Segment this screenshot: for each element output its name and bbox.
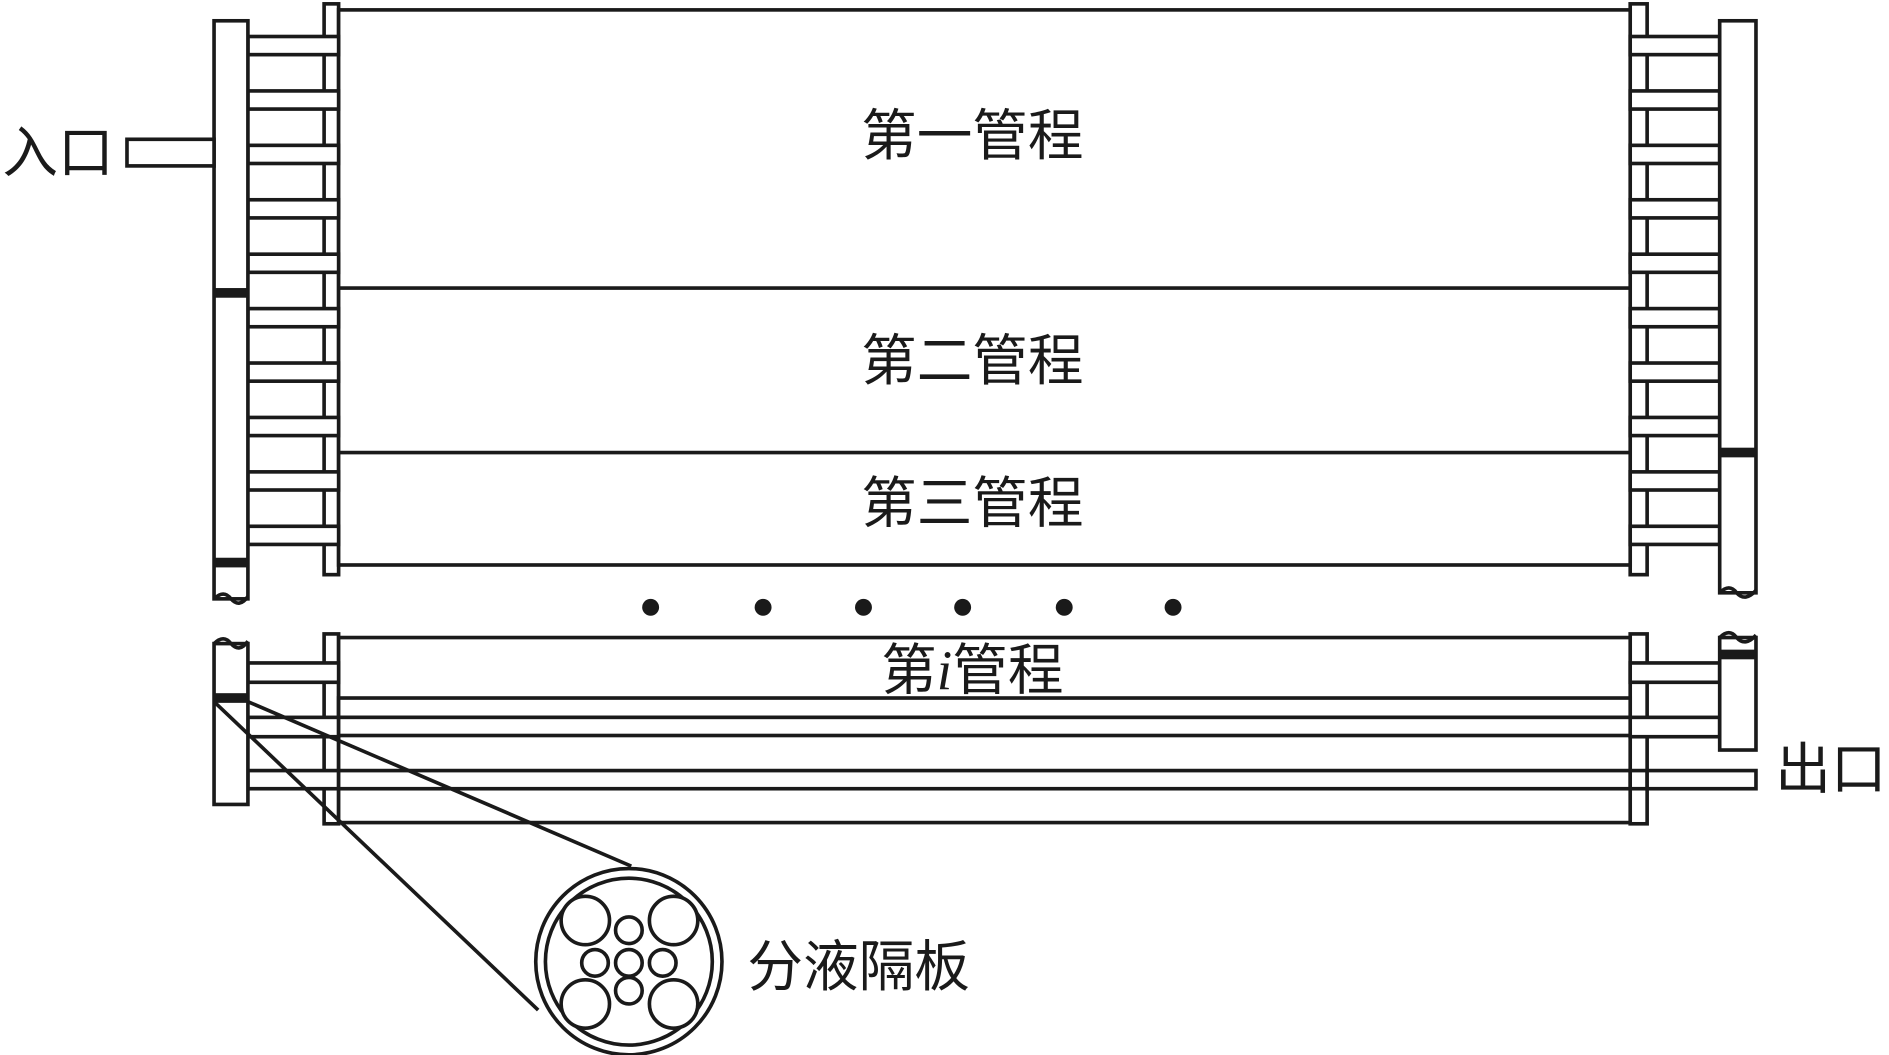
header-baffle — [1719, 649, 1756, 660]
tube-stub-left — [246, 143, 341, 166]
tube-stub-right — [1628, 470, 1722, 492]
pass-1-label: 第一管程 — [861, 104, 1083, 169]
ellipsis-dot — [954, 598, 972, 616]
tube-stub-left — [246, 415, 341, 438]
left-header-bottom — [212, 641, 250, 807]
tube-stub-right — [1628, 143, 1722, 166]
callout-line — [212, 700, 540, 1012]
tube-stub-right — [1628, 34, 1722, 57]
tube-lower-pass — [336, 715, 1633, 738]
tube-stub-right — [1628, 361, 1722, 383]
tube-stub-left — [246, 89, 341, 111]
tube-stub-right — [1628, 306, 1722, 329]
break-mark — [212, 636, 250, 650]
ellipsis-dot — [1164, 598, 1182, 616]
tube-stub-left — [246, 361, 341, 383]
break-mark — [212, 592, 250, 605]
tube-stub-right — [1628, 415, 1722, 438]
pass-i-suffix: 管程 — [952, 639, 1063, 704]
tube-stub-right — [1628, 661, 1722, 685]
ellipsis-dot — [642, 598, 660, 616]
header-baffle — [1719, 447, 1756, 458]
tube-stub-right — [1628, 524, 1722, 547]
tube-stub-left — [246, 661, 341, 685]
inlet-pipe — [125, 137, 216, 168]
header-baffle — [214, 693, 248, 703]
tube-stub-right — [1628, 715, 1722, 739]
callout-line — [247, 699, 632, 868]
outlet-pipe — [1645, 768, 1758, 791]
tube-stub-left — [246, 768, 341, 791]
tube-stub-right — [1628, 89, 1722, 111]
ellipsis-dot — [855, 598, 872, 616]
tube-stub-left — [246, 524, 341, 547]
tube-stub-right — [1628, 252, 1722, 275]
tube-stub-left — [246, 197, 341, 220]
tube-stub-left — [246, 306, 341, 329]
inlet-label: 入口 — [2, 121, 113, 186]
distributor-plate-label: 分液隔板 — [747, 935, 969, 1000]
pass-2-label: 第二管程 — [861, 329, 1083, 394]
ellipsis-dot — [754, 598, 772, 616]
tube-stub-left — [246, 34, 341, 57]
tube-stub-right — [1628, 768, 1649, 791]
header-baffle — [214, 557, 248, 568]
pass-3-label: 第三管程 — [861, 472, 1083, 537]
tube-lower-pass — [336, 768, 1633, 791]
tube-stub-left — [246, 252, 341, 275]
tube-stub-left — [246, 470, 341, 492]
header-baffle — [214, 288, 248, 298]
pass-i-label: 第i管程 — [881, 639, 1063, 704]
break-mark — [1718, 630, 1758, 644]
left-header-top — [212, 18, 250, 601]
break-mark — [1718, 586, 1758, 599]
ellipsis-dots — [642, 598, 1182, 616]
ellipsis-dot — [1055, 598, 1073, 616]
tube-group-front — [246, 34, 1722, 791]
outlet-label: 出口 — [1775, 738, 1886, 803]
right-header-top — [1717, 18, 1758, 595]
tube-stub-right — [1628, 197, 1722, 220]
pass-i-variable: i — [937, 641, 952, 703]
pass-i-prefix: 第 — [881, 639, 937, 704]
distributor-plate-detail — [533, 866, 724, 1055]
